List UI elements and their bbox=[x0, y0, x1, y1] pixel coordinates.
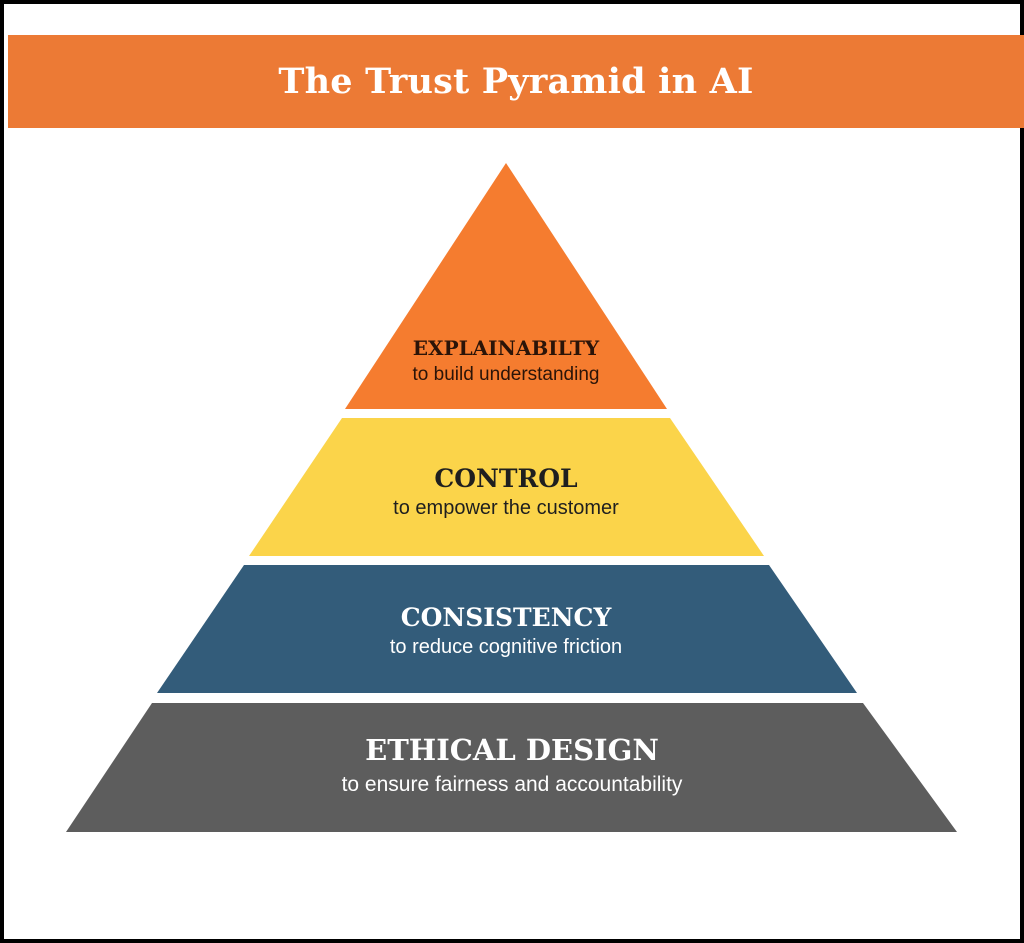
tier-title: CONTROL bbox=[434, 464, 578, 493]
tier-subtitle: to empower the customer bbox=[393, 497, 619, 519]
pyramid-tier-ethical-design-shape bbox=[66, 703, 957, 832]
pyramid-tier-ethical-design: ETHICAL DESIGN to ensure fairness and ac… bbox=[342, 733, 683, 797]
pyramid-tier-explainability: EXPLAINABILTY to build understanding bbox=[413, 336, 600, 386]
pyramid-tier-explainability-shape bbox=[345, 163, 667, 409]
tier-title: ETHICAL DESIGN bbox=[365, 733, 659, 767]
page-title: The Trust Pyramid in AI bbox=[278, 61, 754, 102]
pyramid-tier-consistency: CONSISTENCY to reduce cognitive friction bbox=[390, 603, 622, 659]
tier-subtitle: to build understanding bbox=[412, 364, 600, 385]
tier-title: CONSISTENCY bbox=[400, 603, 612, 632]
pyramid-tier-control: CONTROL to empower the customer bbox=[393, 464, 619, 520]
tier-subtitle: to reduce cognitive friction bbox=[389, 636, 623, 658]
pyramid-tier-consistency-shape bbox=[157, 565, 857, 693]
tier-title: EXPLAINABILTY bbox=[412, 336, 600, 360]
tier-subtitle: to ensure fairness and accountability bbox=[341, 773, 683, 796]
title-banner: The Trust Pyramid in AI bbox=[8, 35, 1024, 128]
pyramid-tier-control-shape bbox=[249, 418, 764, 556]
